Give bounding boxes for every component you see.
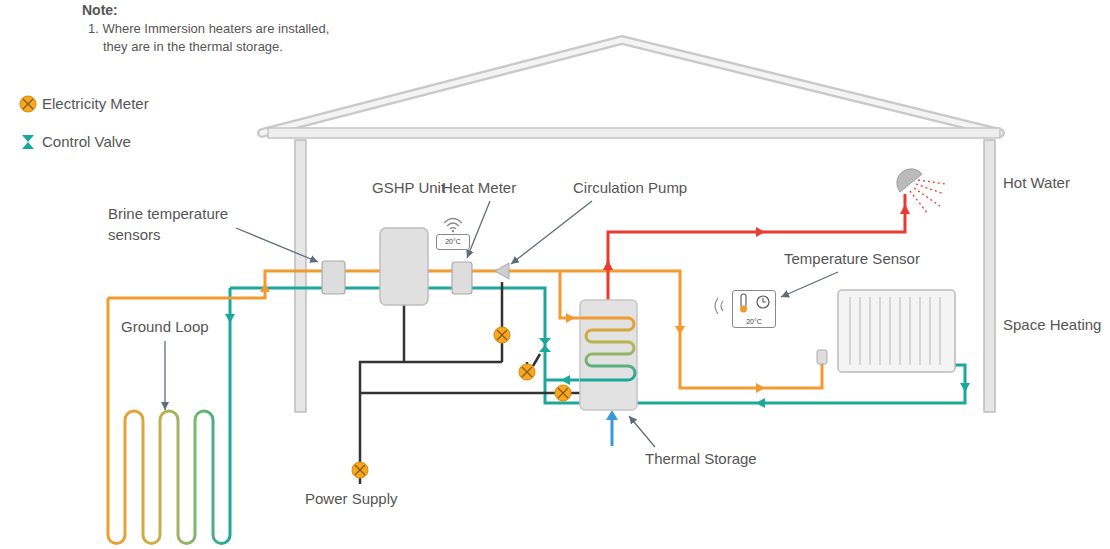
- controller-display: 20°C: [436, 234, 470, 250]
- house-outline: [268, 128, 1000, 138]
- leader-line: [781, 272, 838, 297]
- electricity-meter: [522, 367, 532, 377]
- thermostat-box: 20°C: [732, 290, 776, 328]
- power-wiring: [360, 282, 580, 484]
- electricity-meter: [352, 462, 368, 478]
- wifi-icon: [452, 230, 454, 232]
- thermostat-icons: [763, 298, 766, 302]
- electricity-meter: [355, 465, 365, 475]
- flow-arrow: [756, 383, 765, 393]
- heat-meter: [452, 262, 472, 294]
- electricity-meter: [555, 385, 571, 401]
- flow-pipe: [560, 271, 580, 318]
- control-valve: [539, 338, 551, 352]
- house-outline: [262, 40, 1000, 133]
- leader-line: [236, 228, 318, 262]
- wireless-signal: [715, 298, 723, 314]
- electricity-meter: [497, 330, 507, 340]
- brine-sensor: [322, 261, 345, 294]
- legend-meter-symbol: [20, 96, 36, 112]
- legend-text: Control Valve: [42, 133, 131, 151]
- note-heading: Note:: [82, 2, 118, 19]
- wifi-icon: [444, 219, 462, 224]
- hot-water-pipe: [608, 194, 905, 300]
- ground-loop: [108, 288, 230, 544]
- part-label: Hot Water: [1003, 174, 1070, 192]
- flow-arrow: [561, 375, 570, 385]
- part-label: Circulation Pump: [573, 179, 687, 197]
- legend-text: Electricity Meter: [42, 95, 149, 113]
- control-valve: [539, 338, 551, 352]
- thermostat-icons: [757, 296, 769, 308]
- flow-arrow: [756, 398, 765, 408]
- radiator: [817, 350, 827, 364]
- thermal-storage: [580, 300, 637, 410]
- wireless-signal: [715, 298, 723, 314]
- thermal-storage: [580, 318, 635, 380]
- house-outline: [262, 40, 1000, 412]
- part-label: Power Supply: [305, 490, 398, 508]
- part-label: Space Heating: [1003, 316, 1101, 334]
- shower-head: [910, 180, 946, 214]
- flow-arrow: [603, 260, 613, 270]
- flow-arrow: [260, 283, 270, 292]
- hot-water-pipe: [608, 194, 905, 300]
- brine-sensor: [322, 261, 345, 294]
- cold-water-inlet: [606, 410, 618, 446]
- electricity-meter: [519, 364, 535, 380]
- part-label: Ground Loop: [121, 318, 209, 336]
- part-label: Brine temperature sensors: [108, 203, 258, 245]
- leader-line: [164, 341, 165, 410]
- legend-valve-symbol: [22, 135, 34, 149]
- note-text: 1. Where Immersion heaters are installed…: [88, 20, 343, 56]
- ground-loop: [108, 288, 230, 544]
- legend-meter-symbol: [20, 96, 36, 112]
- cold-water-inlet: [606, 410, 618, 420]
- leader-line: [165, 201, 838, 447]
- flow-arrow: [960, 383, 970, 392]
- house-outline: [984, 140, 995, 412]
- thermostat-icons: [740, 294, 769, 313]
- flow-arrow: [900, 204, 910, 214]
- flow-arrow: [225, 314, 235, 323]
- heat-meter: [452, 262, 472, 294]
- radiator: [850, 297, 940, 365]
- flow-arrow: [675, 326, 685, 335]
- flow-arrow: [566, 313, 575, 323]
- circulation-pump: [495, 263, 509, 279]
- gshp-unit: [380, 228, 428, 305]
- cold-water-inlet: [611, 418, 614, 446]
- gshp-unit: [380, 228, 428, 305]
- leader-line: [511, 201, 592, 264]
- flow-arrow: [756, 227, 765, 237]
- thermostat-icons: [740, 306, 747, 313]
- shower-head: [897, 169, 946, 214]
- part-label: GSHP Unit: [372, 179, 445, 197]
- part-label: Temperature Sensor: [784, 250, 920, 268]
- thermal-storage: [580, 300, 637, 410]
- leader-line: [467, 201, 490, 258]
- radiator: [838, 290, 955, 372]
- electricity-meter: [558, 388, 568, 398]
- display-reading: 20°C: [445, 238, 461, 246]
- radiator: [817, 290, 955, 372]
- circulation-pump: [495, 263, 509, 279]
- wifi-icon: [447, 223, 459, 229]
- part-label: Heat Meter: [442, 179, 516, 197]
- electricity-meter: [494, 327, 510, 343]
- part-label: Thermal Storage: [645, 450, 757, 468]
- display-reading: 20°C: [746, 318, 762, 326]
- wifi-icon: [444, 219, 462, 233]
- house-outline: [262, 40, 1000, 133]
- electricity-meter: [352, 327, 571, 478]
- power-wiring: [360, 282, 580, 484]
- house-outline: [295, 140, 306, 412]
- leader-line: [629, 416, 655, 447]
- legend-valve-symbol: [22, 135, 34, 149]
- legend-meter-symbol: [23, 99, 33, 109]
